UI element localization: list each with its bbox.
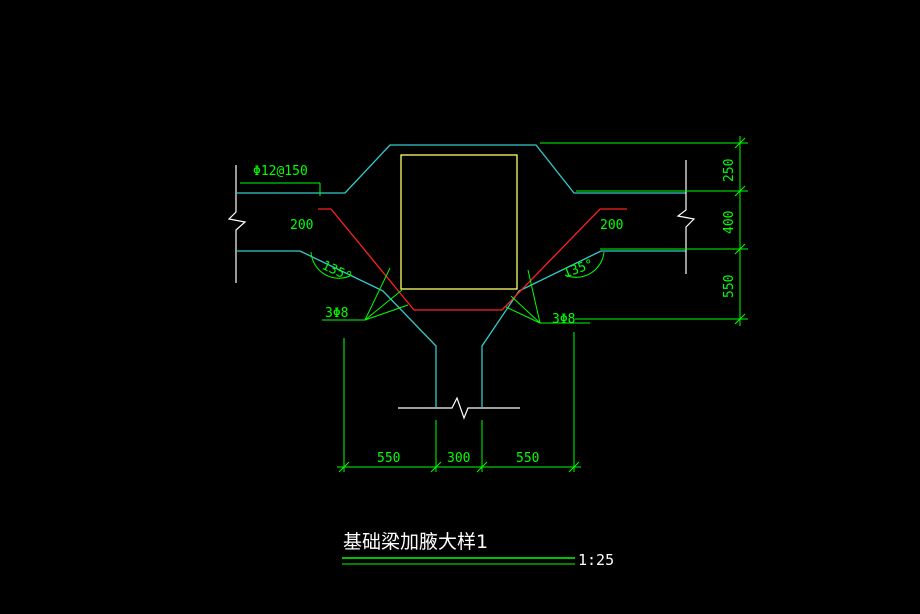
dim-right-tick-3 xyxy=(734,243,746,255)
dim-bottom-tick-4 xyxy=(568,461,580,473)
dim-right-tick-1 xyxy=(734,137,746,149)
dimension-bottom xyxy=(337,332,581,473)
left-break-line xyxy=(227,165,247,283)
beam-break-lines xyxy=(227,160,696,420)
leader-lines xyxy=(240,182,605,324)
haunch-right-slope xyxy=(481,250,602,407)
haunch-rebar-line xyxy=(318,208,627,311)
dim-bottom-tick-3 xyxy=(476,461,488,473)
right-haunch-length-label: 200 xyxy=(600,218,623,233)
left-rebar-leader-2 xyxy=(364,289,403,321)
right-rebar-leader-2 xyxy=(510,295,541,324)
left-angle-arc xyxy=(310,251,353,279)
haunch-rebar xyxy=(318,208,627,311)
bottom-break-line xyxy=(398,396,520,420)
title-block: 基础梁加腋大样1 1:25 xyxy=(342,531,614,569)
dim-right-label-2: 400 xyxy=(722,211,737,234)
column-section xyxy=(400,154,518,290)
dim-right-label-3: 550 xyxy=(722,275,737,298)
right-angle-arc xyxy=(564,251,605,278)
left-rebar-label: 3Φ8 xyxy=(325,306,348,321)
beam-top-left-edge xyxy=(237,144,686,194)
annotation-labels: Φ12@150 200 200 135° 135° 3Φ8 3Φ8 550 30… xyxy=(253,159,737,466)
dim-right-tick-4 xyxy=(734,313,746,325)
dim-bottom-tick-2 xyxy=(430,461,442,473)
left-rebar-leader-3 xyxy=(364,304,409,321)
dim-bottom-label-3: 550 xyxy=(516,451,539,466)
right-rebar-label: 3Φ8 xyxy=(552,312,575,327)
right-break-line xyxy=(676,160,696,274)
haunch-left-slope xyxy=(299,250,437,407)
dim-bottom-label-1: 550 xyxy=(377,451,400,466)
left-angle-label: 135° xyxy=(319,258,354,285)
right-angle-label: 135° xyxy=(561,257,596,282)
drawing-scale: 1:25 xyxy=(578,551,614,569)
dim-bottom-tick-1 xyxy=(338,461,350,473)
right-rebar-leader-3 xyxy=(505,306,541,324)
dim-right-tick-2 xyxy=(734,185,746,197)
dim-bottom-label-2: 300 xyxy=(447,451,470,466)
concrete-outline xyxy=(237,144,686,407)
dim-right-label-1: 250 xyxy=(722,159,737,182)
left-haunch-length-label: 200 xyxy=(290,218,313,233)
drawing-title: 基础梁加腋大样1 xyxy=(343,531,488,553)
dimension-right xyxy=(540,136,748,326)
top-bar-label: Φ12@150 xyxy=(253,164,308,179)
